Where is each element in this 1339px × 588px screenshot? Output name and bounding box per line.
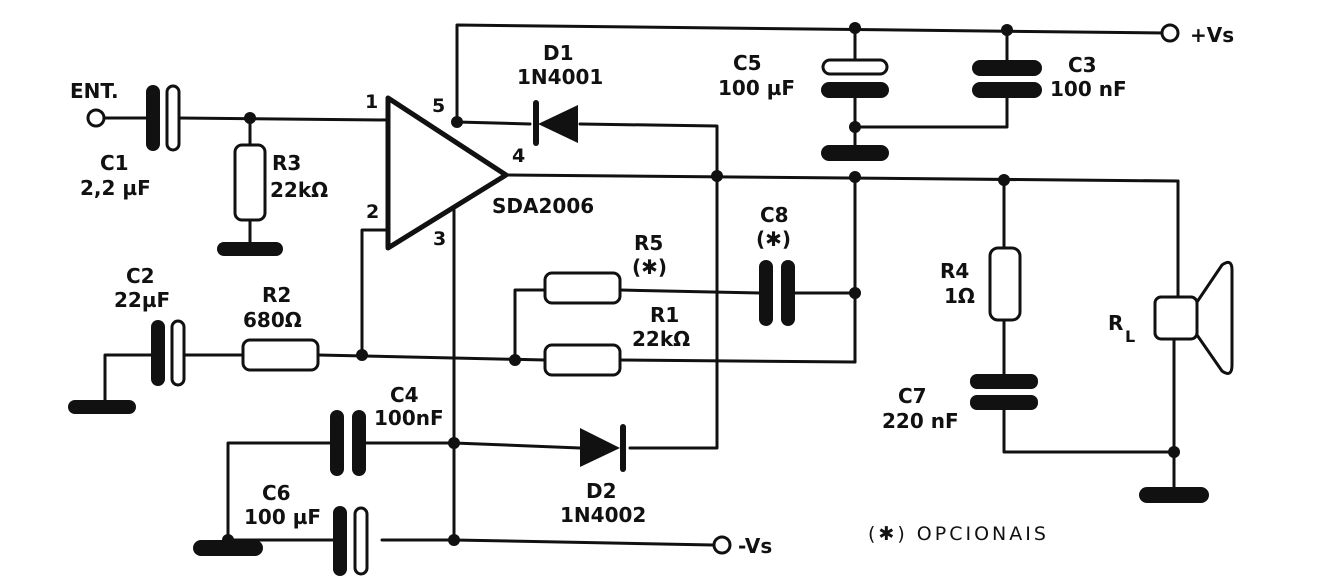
ground-icon: [821, 145, 889, 161]
resistor-r1: [543, 343, 622, 377]
r4-value: 1Ω: [944, 284, 975, 308]
ground-icon: [68, 400, 136, 414]
ic-label: SDA2006: [492, 194, 594, 218]
d1-ref: D1: [543, 41, 574, 65]
r1-value: 22kΩ: [632, 327, 690, 351]
c5-value: 100 µF: [718, 76, 795, 100]
c8-value: (✱): [756, 227, 791, 251]
pin-2-label: 2: [366, 201, 379, 223]
resistor-r3: [217, 143, 283, 256]
r5-value: (✱): [632, 255, 667, 279]
diode-d1: [533, 100, 578, 146]
r2-ref: R2: [262, 283, 291, 307]
r5-ref: R5: [634, 231, 663, 255]
pin-5-label: 5: [432, 95, 445, 117]
vplus-label: +Vs: [1190, 23, 1234, 47]
capacitor-c2: [68, 319, 186, 414]
vminus-label: -Vs: [738, 534, 772, 558]
ground-icon: [1139, 487, 1209, 503]
pin-1-label: 1: [365, 91, 378, 113]
labels: ENT. +Vs -Vs 1 2 3 4 5 SDA2006 C1 2,2 µF…: [70, 23, 1234, 558]
resistor-r2: [241, 338, 320, 372]
c8-ref: C8: [760, 203, 789, 227]
c5-ref: C5: [733, 51, 762, 75]
d1-value: 1N4001: [517, 65, 603, 89]
optional-note: (✱) OPCIONAIS: [868, 523, 1049, 545]
d2-ref: D2: [586, 479, 617, 503]
r4-ref: R4: [940, 259, 969, 283]
c3-ref: C3: [1068, 53, 1097, 77]
pin-4-label: 4: [512, 145, 525, 167]
resistor-r5: [543, 271, 622, 305]
ground-icon: [217, 242, 283, 256]
junctions: [222, 22, 1180, 546]
rl-ref: R: [1108, 311, 1123, 335]
c3-value: 100 nF: [1050, 77, 1127, 101]
c6-ref: C6: [262, 481, 291, 505]
capacitor-c6: [193, 506, 369, 576]
resistor-r4: [988, 246, 1022, 322]
wires: [102, 23, 1180, 547]
speaker-icon: [1139, 260, 1234, 503]
d2-value: 1N4002: [560, 503, 646, 527]
capacitor-c8: [759, 260, 795, 326]
c4-ref: C4: [390, 383, 419, 407]
c1-ref: C1: [100, 151, 129, 175]
capacitor-c4: [330, 410, 366, 476]
c4-value: 100nF: [374, 406, 444, 430]
vplus-terminal: [1160, 23, 1180, 43]
c2-ref: C2: [126, 264, 155, 288]
c7-ref: C7: [898, 384, 927, 408]
c7-value: 220 nF: [882, 409, 959, 433]
ground-icon: [193, 540, 263, 556]
input-label: ENT.: [70, 79, 119, 103]
r3-ref: R3: [272, 151, 301, 175]
r3-value: 22kΩ: [270, 178, 328, 202]
capacitor-c1: [146, 84, 181, 152]
ic-sda2006: [385, 95, 509, 251]
capacitor-c5: [821, 58, 889, 161]
r1-ref: R1: [650, 303, 679, 327]
capacitor-c3: [972, 60, 1042, 98]
vminus-terminal: [712, 535, 732, 555]
capacitor-c7: [970, 374, 1038, 410]
input-terminal: [86, 108, 106, 128]
r2-value: 680Ω: [243, 308, 302, 332]
c2-value: 22µF: [114, 288, 170, 312]
diode-d2: [580, 424, 626, 472]
c6-value: 100 µF: [244, 505, 321, 529]
rl-subscript: L: [1125, 327, 1135, 346]
pin-3-label: 3: [433, 228, 446, 250]
c1-value: 2,2 µF: [80, 176, 151, 200]
